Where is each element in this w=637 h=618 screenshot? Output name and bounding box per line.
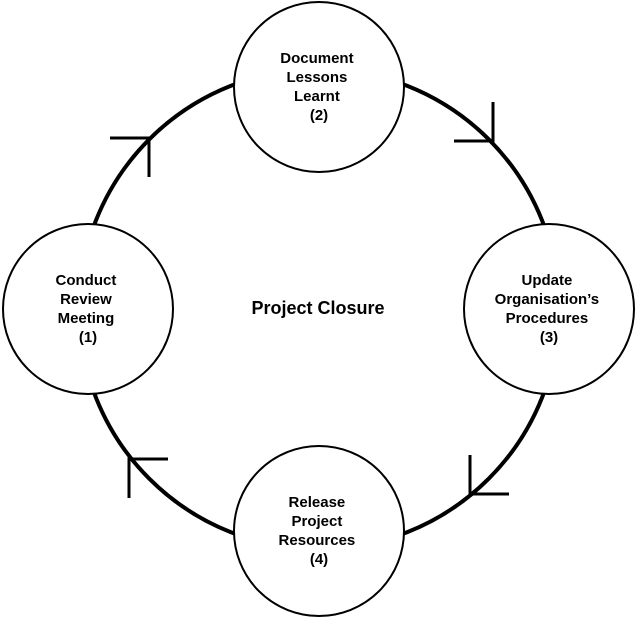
step-circle <box>233 445 405 617</box>
step-label: Update Organisation’s Procedures (3) <box>495 272 604 346</box>
step-node-update-organisations-procedures: Update Organisation’s Procedures (3) <box>463 223 635 395</box>
step-node-release-project-resources: Release Project Resources (4) <box>233 445 405 617</box>
step-label: Release Project Resources (4) <box>279 494 360 568</box>
arrow-upper-left <box>110 136 151 177</box>
step-node-document-lessons-learnt: Document Lessons Learnt (2) <box>233 1 405 173</box>
arrow-lower-left <box>127 457 168 498</box>
step-circle <box>463 223 635 395</box>
arrow-lower-right <box>468 455 509 496</box>
step-circle <box>233 1 405 173</box>
step-label: Document Lessons Learnt (2) <box>280 50 358 124</box>
step-circle <box>2 223 174 395</box>
step-label: Conduct Review Meeting (1) <box>56 272 121 346</box>
center-title: Project Closure <box>251 298 384 318</box>
step-node-conduct-review-meeting: Conduct Review Meeting (1) <box>2 223 174 395</box>
arrow-upper-right <box>454 102 495 143</box>
